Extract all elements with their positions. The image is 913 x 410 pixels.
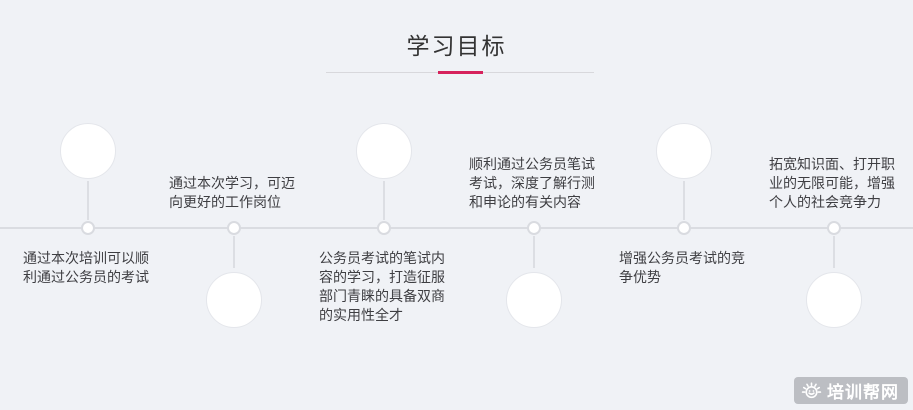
goal-circle [60,123,116,179]
page-title: 学习目标 [406,33,507,59]
timeline-dot [827,221,841,235]
goal-circle [806,272,862,328]
timeline-dot [677,221,691,235]
watermark-label: 培训帮网 [827,383,899,402]
timeline-node-2: 通过本次学习，可迈向更好的工作岗位 [169,0,299,410]
goal-text: 顺利通过公务员笔试考试，深度了解行测和申论的有关内容 [469,156,595,210]
watermark-badge: 培训帮网 [794,377,908,404]
connector-line [683,181,685,220]
connector-line [833,236,835,268]
connector-line [533,236,535,268]
goal-circle [206,272,262,328]
goal-circle [506,272,562,328]
sun-face-icon [801,380,822,401]
timeline-node-5: 增强公务员考试的竞争优势 [619,0,749,410]
timeline-dot [227,221,241,235]
timeline-node-1: 通过本次培训可以顺利通过公务员的考试 [23,0,153,410]
goal-text: 增强公务员考试的竞争优势 [619,250,745,285]
goal-circle [656,123,712,179]
goal-text: 通过本次学习，可迈向更好的工作岗位 [169,175,295,210]
connector-line [233,236,235,268]
title-underline-accent [438,71,483,74]
timeline-dot [527,221,541,235]
timeline-node-3: 公务员考试的笔试内容的学习，打造征服部门青睐的具备双商的实用性全才 [319,0,449,410]
connector-line [383,181,385,220]
goal-text: 通过本次培训可以顺利通过公务员的考试 [23,250,149,285]
timeline-dot [377,221,391,235]
timeline-node-4: 顺利通过公务员笔试考试，深度了解行测和申论的有关内容 [469,0,599,410]
timeline-dot [81,221,95,235]
goal-text: 拓宽知识面、打开职业的无限可能，增强个人的社会竞争力 [769,156,895,210]
goal-circle [356,123,412,179]
connector-line [87,181,89,220]
goal-text: 公务员考试的笔试内容的学习，打造征服部门青睐的具备双商的实用性全才 [319,250,445,323]
timeline-axis [0,227,913,229]
timeline-node-6: 拓宽知识面、打开职业的无限可能，增强个人的社会竞争力 [769,0,899,410]
